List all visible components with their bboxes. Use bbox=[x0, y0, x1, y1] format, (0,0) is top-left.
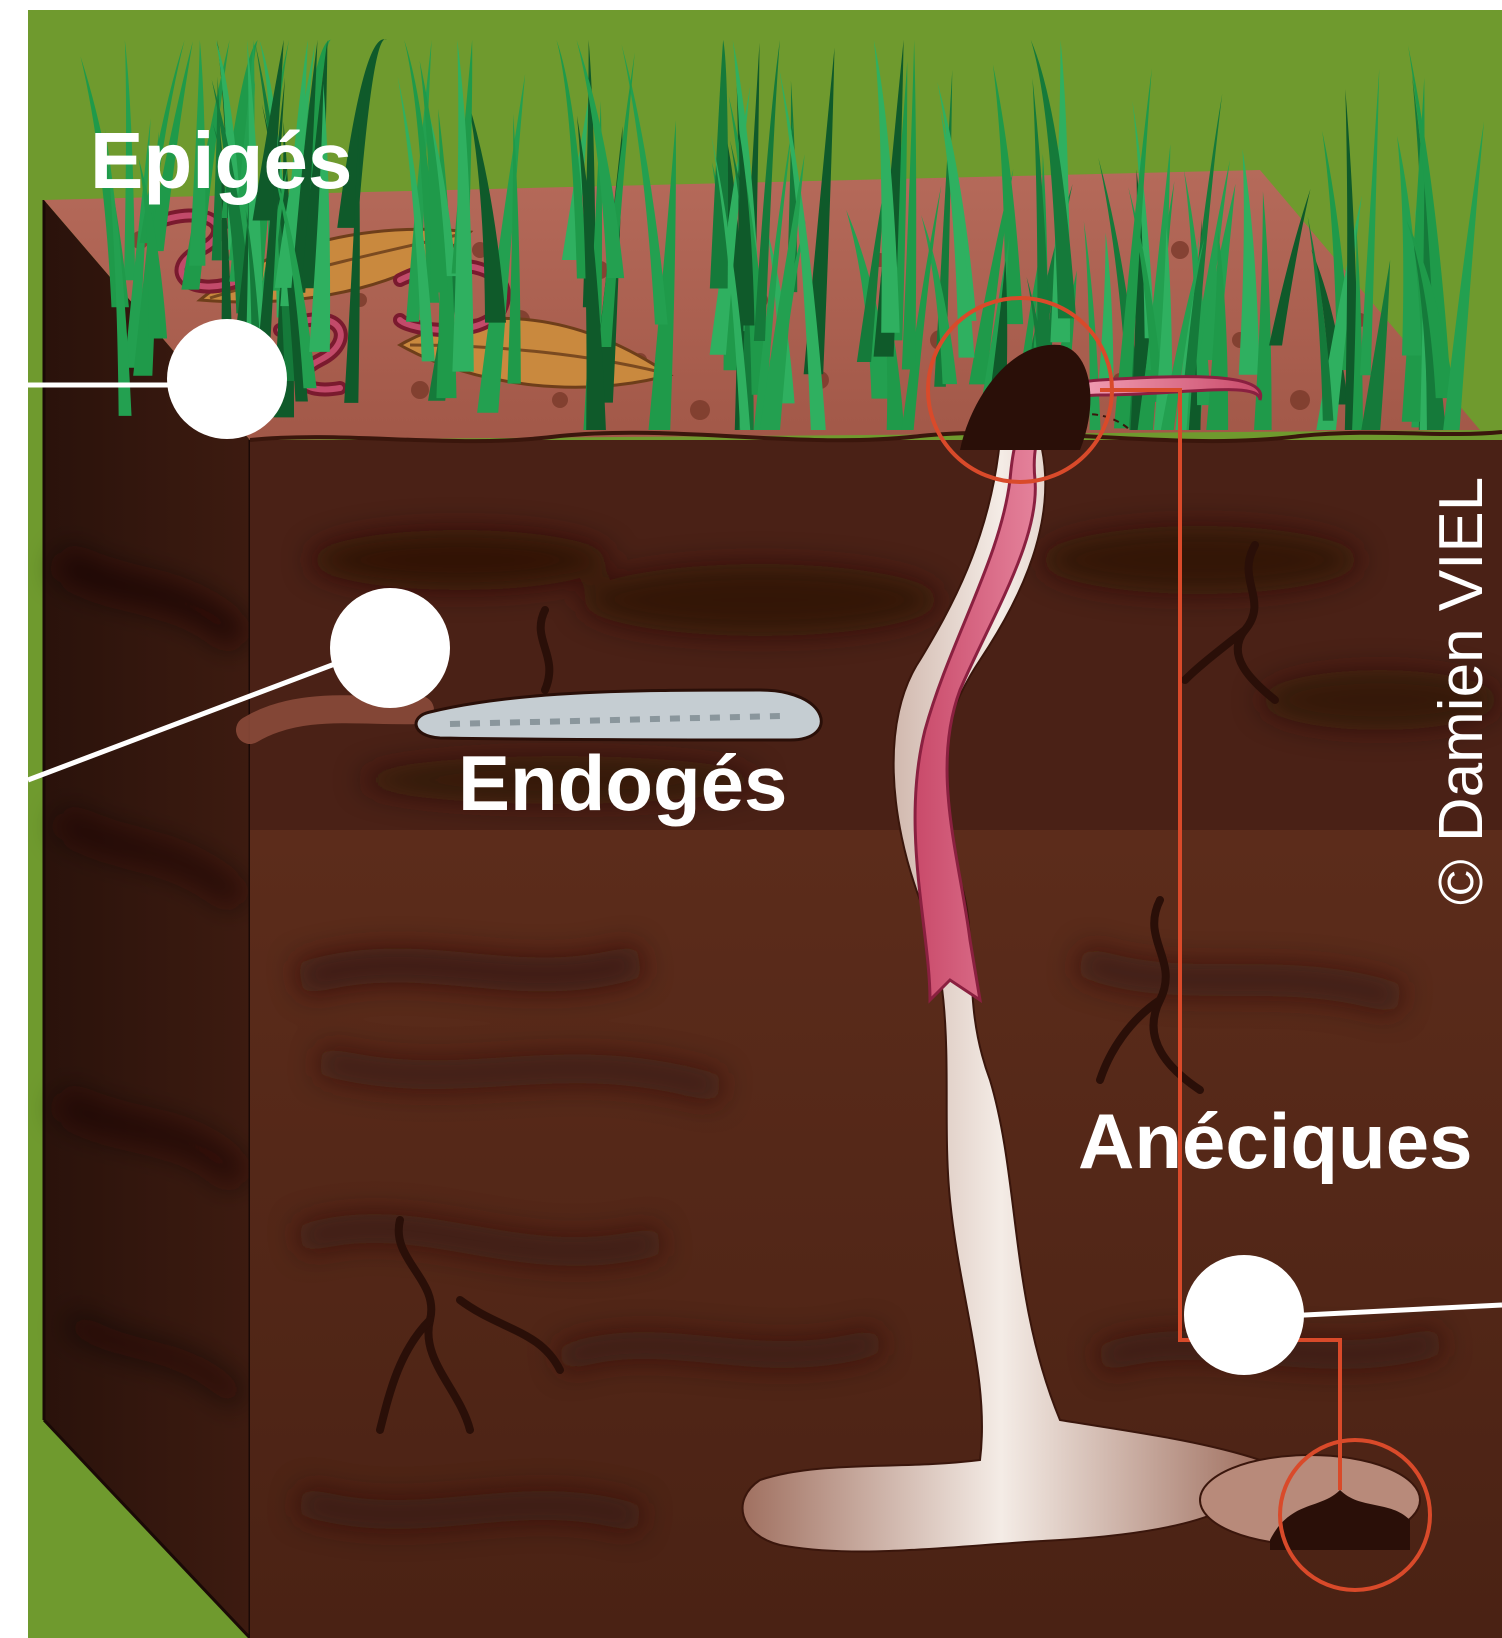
credit-text: © Damien VIEL bbox=[1427, 477, 1496, 905]
endoges-marker-dot bbox=[330, 588, 450, 708]
label-endoges: Endogés bbox=[458, 739, 787, 827]
aneciques-marker-dot bbox=[1184, 1255, 1304, 1375]
label-aneciques: Anéciques bbox=[1078, 1097, 1472, 1185]
epiges-marker-dot bbox=[167, 319, 287, 439]
label-epiges: Epigés bbox=[90, 116, 352, 205]
